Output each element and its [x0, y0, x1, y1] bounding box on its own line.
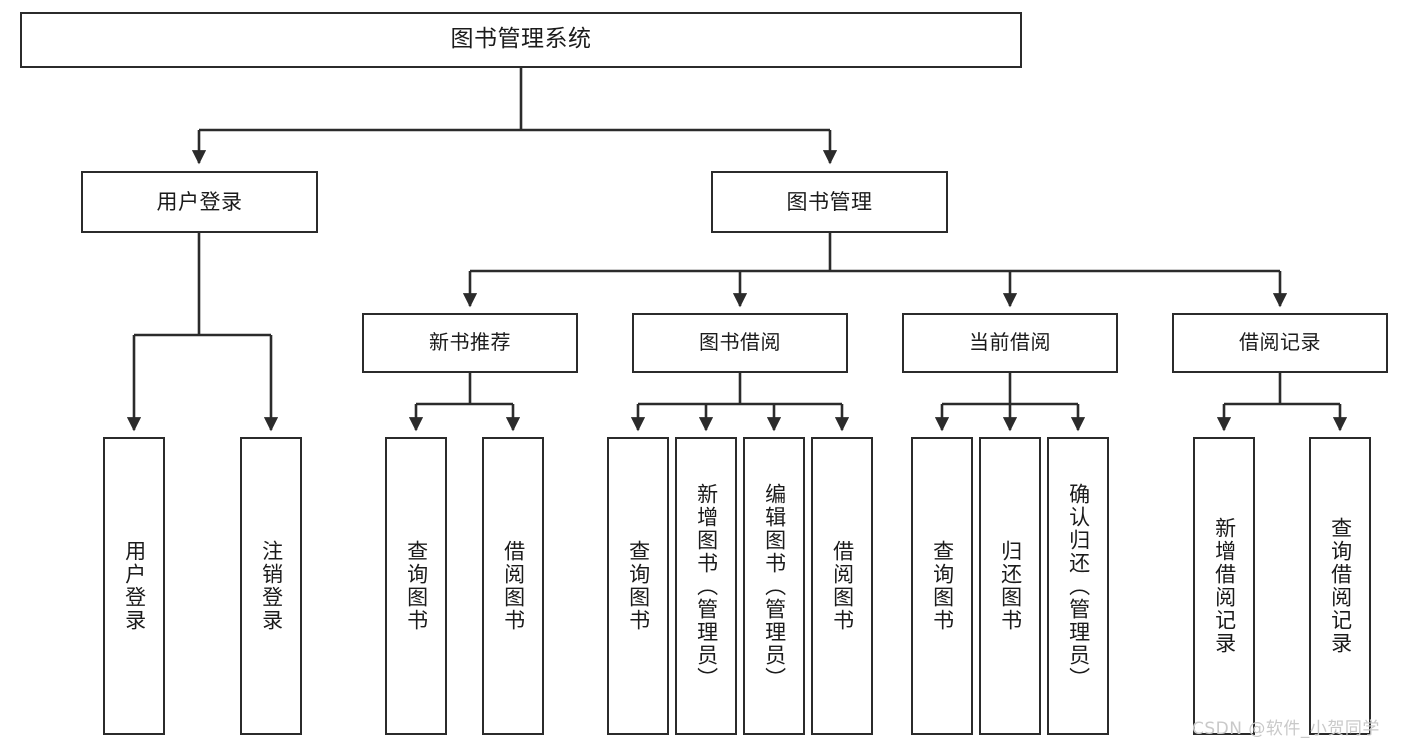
leaf-return-book-label: 归还图书: [998, 540, 1023, 632]
leaf-query-borrow-record[interactable]: 查询借阅记录: [1309, 437, 1371, 735]
leaf-query-book-1-label: 查询图书: [404, 540, 429, 632]
leaf-edit-book-admin-label: 编辑图书（管理员）: [762, 482, 787, 690]
leaf-query-book-3-label: 查询图书: [930, 540, 955, 632]
leaf-add-book-admin-label: 新增图书（管理员）: [694, 482, 719, 690]
leaf-add-borrow-record[interactable]: 新增借阅记录: [1193, 437, 1255, 735]
node-current-borrow-label: 当前借阅: [969, 330, 1051, 355]
leaf-query-book-2-label: 查询图书: [626, 540, 651, 632]
leaf-add-book-admin[interactable]: 新增图书（管理员）: [675, 437, 737, 735]
leaf-borrow-book-2[interactable]: 借阅图书: [811, 437, 873, 735]
node-current-borrow[interactable]: 当前借阅: [902, 313, 1118, 373]
leaf-edit-book-admin[interactable]: 编辑图书（管理员）: [743, 437, 805, 735]
leaf-confirm-return-admin-label: 确认归还（管理员）: [1066, 482, 1091, 690]
node-book-borrow[interactable]: 图书借阅: [632, 313, 848, 373]
node-new-book-recommend[interactable]: 新书推荐: [362, 313, 578, 373]
leaf-query-borrow-record-label: 查询借阅记录: [1328, 517, 1353, 655]
leaf-borrow-book-2-label: 借阅图书: [830, 540, 855, 632]
leaf-user-login[interactable]: 用户登录: [103, 437, 165, 735]
csdn-watermark: CSDN @软件_小贺同学: [1192, 719, 1380, 739]
node-borrow-record[interactable]: 借阅记录: [1172, 313, 1388, 373]
leaf-borrow-book-1-label: 借阅图书: [501, 540, 526, 632]
node-user-login[interactable]: 用户登录: [81, 171, 318, 233]
node-new-book-recommend-label: 新书推荐: [429, 330, 511, 355]
leaf-borrow-book-1[interactable]: 借阅图书: [482, 437, 544, 735]
node-book-borrow-label: 图书借阅: [699, 330, 781, 355]
leaf-query-book-1[interactable]: 查询图书: [385, 437, 447, 735]
leaf-return-book[interactable]: 归还图书: [979, 437, 1041, 735]
node-borrow-record-label: 借阅记录: [1239, 330, 1321, 355]
node-book-manage-label: 图书管理: [786, 189, 873, 214]
node-root-label: 图书管理系统: [450, 26, 592, 53]
leaf-add-borrow-record-label: 新增借阅记录: [1212, 517, 1237, 655]
node-book-manage[interactable]: 图书管理: [711, 171, 948, 233]
node-user-login-label: 用户登录: [156, 189, 243, 214]
leaf-query-book-3[interactable]: 查询图书: [911, 437, 973, 735]
leaf-user-logout[interactable]: 注销登录: [240, 437, 302, 735]
leaf-confirm-return-admin[interactable]: 确认归还（管理员）: [1047, 437, 1109, 735]
leaf-query-book-2[interactable]: 查询图书: [607, 437, 669, 735]
node-root[interactable]: 图书管理系统: [20, 12, 1022, 68]
leaf-user-logout-label: 注销登录: [259, 540, 284, 632]
leaf-user-login-label: 用户登录: [122, 540, 147, 632]
